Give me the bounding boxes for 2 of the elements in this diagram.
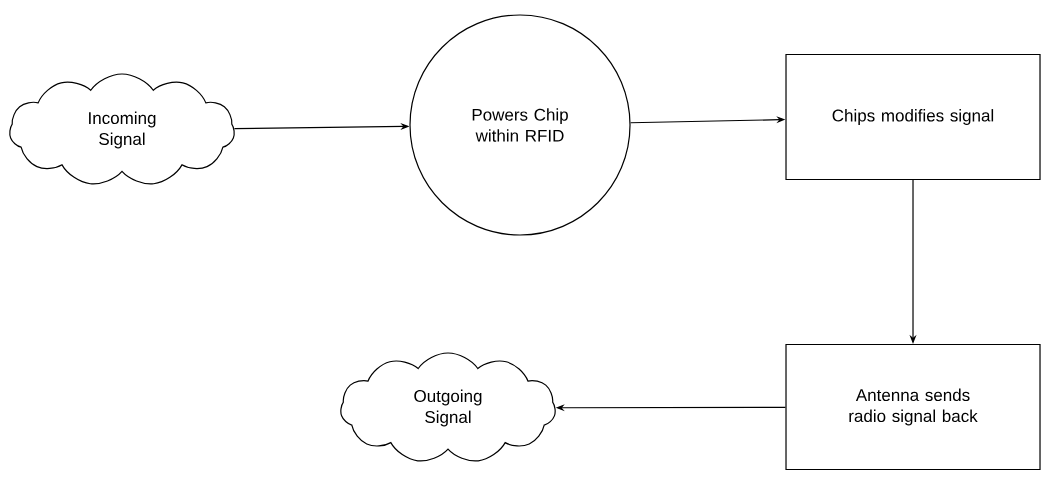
- process-box: Chips modifies signal: [785, 53, 1041, 181]
- process-box: Antenna sends radio signal back: [785, 343, 1041, 471]
